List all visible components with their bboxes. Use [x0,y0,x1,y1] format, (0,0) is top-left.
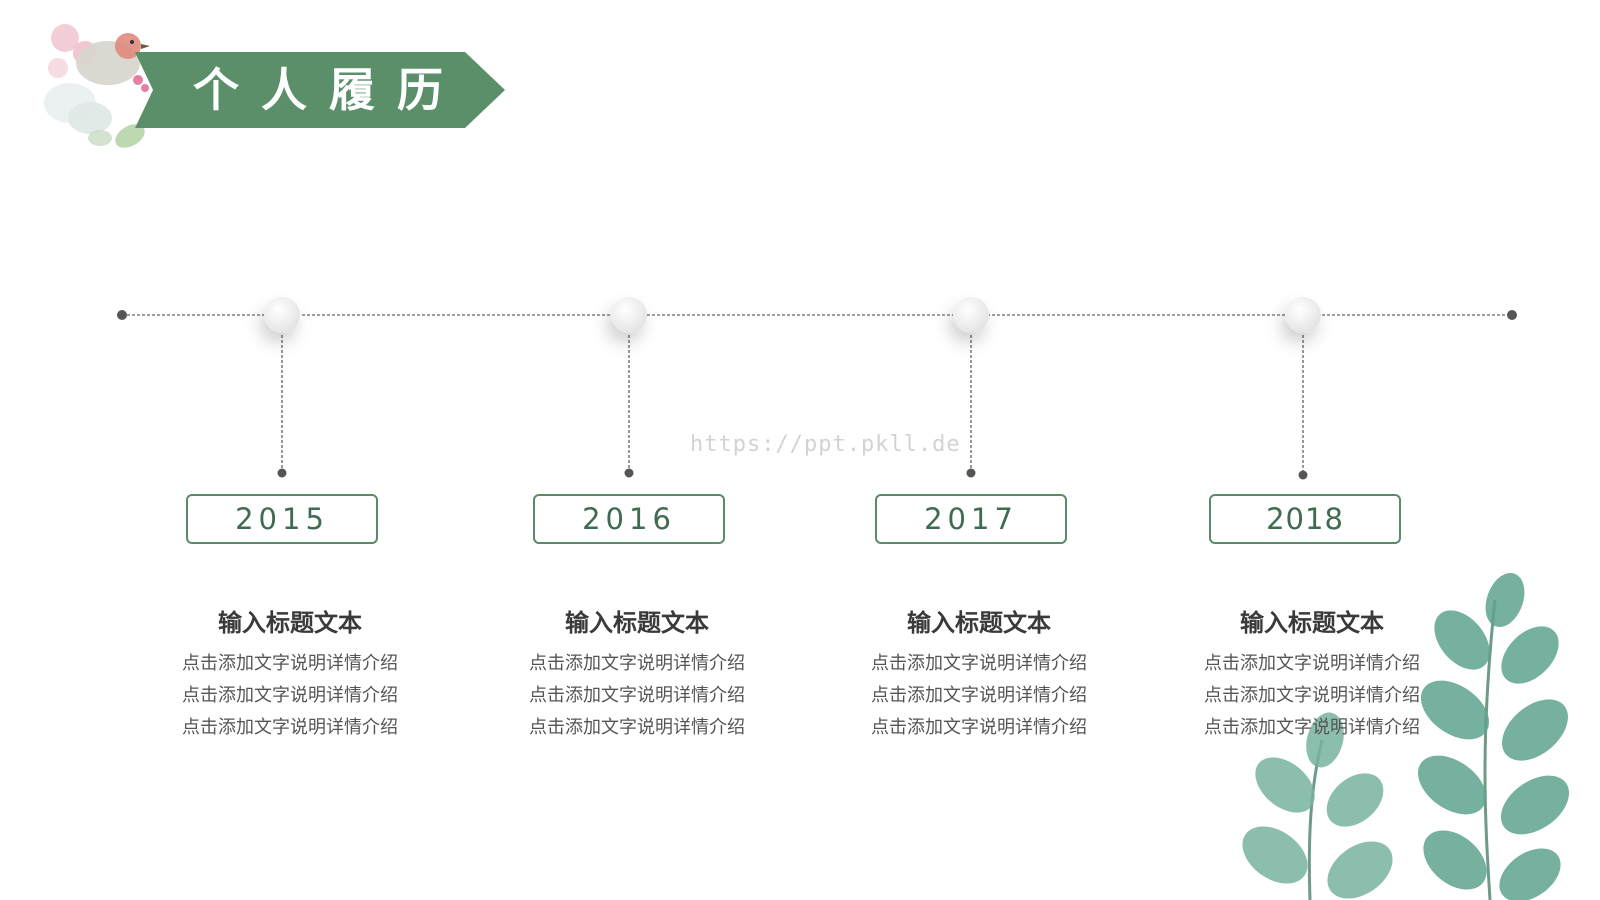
timeline-start-dot [117,310,127,320]
timeline-connector-dot-2015 [277,468,287,478]
year-box-2015: 2015 [186,494,378,544]
item-description-2018: 点击添加文字说明详情介绍点击添加文字说明详情介绍点击添加文字说明详情介绍 [1204,653,1420,738]
item-heading-2016: 输入标题文本 [565,609,709,637]
year-box-2018: 2018 [1209,494,1401,544]
item-description-2016: 点击添加文字说明详情介绍点击添加文字说明详情介绍点击添加文字说明详情介绍 [529,653,745,738]
timeline-connector-dot-2016 [624,468,634,478]
timeline-node-2018 [1285,297,1321,333]
timeline-node-2015 [264,297,300,333]
flower-bird-decoration [44,24,150,148]
item-description-2015: 点击添加文字说明详情介绍点击添加文字说明详情介绍点击添加文字说明详情介绍 [182,653,398,738]
timeline-node-2017 [953,297,989,333]
page-title: 个人履历 [193,63,465,117]
timeline-connector-dot-2017 [966,468,976,478]
item-description-2017: 点击添加文字说明详情介绍点击添加文字说明详情介绍点击添加文字说明详情介绍 [871,653,1087,738]
timeline-connector-dot-2018 [1298,470,1308,480]
leaves-decoration [1242,572,1570,900]
year-box-2017: 2017 [875,494,1067,544]
title-banner: 个人履历 [135,52,515,128]
timeline-node-2016 [611,297,647,333]
item-heading-2017: 输入标题文本 [907,609,1051,637]
year-box-2016: 2016 [533,494,725,544]
timeline-end-dot [1507,310,1517,320]
item-heading-2015: 输入标题文本 [218,609,362,637]
title-banner-shape [135,52,505,128]
item-heading-2018: 输入标题文本 [1240,609,1384,637]
watermark-text: https://ppt.pkll.de [690,432,961,457]
